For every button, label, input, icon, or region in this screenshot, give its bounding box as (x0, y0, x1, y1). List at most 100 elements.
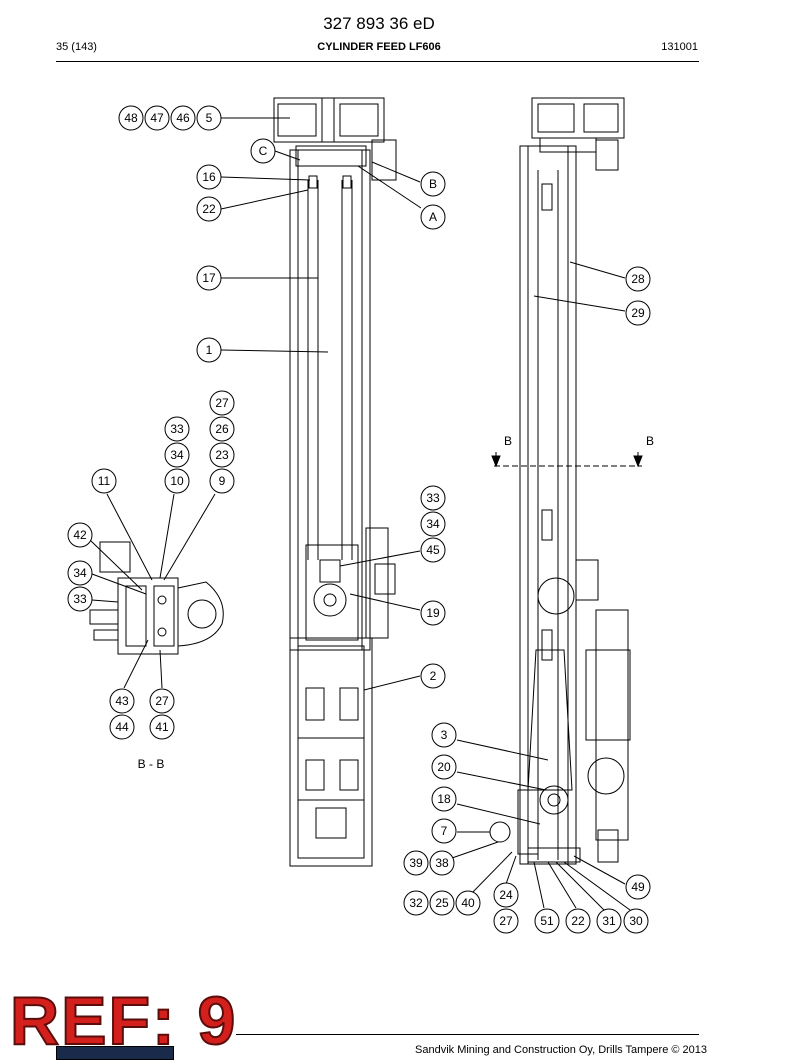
callout-46: 46 (170, 105, 196, 131)
callout-circle (109, 714, 135, 740)
callout-label: 10 (170, 474, 184, 488)
callout-51: 51 (534, 908, 560, 934)
callout-38: 38 (429, 850, 455, 876)
callout-22: 22 (196, 196, 222, 222)
callout-23: 23 (209, 442, 235, 468)
callout-30: 30 (623, 908, 649, 934)
callout-43: 43 (109, 688, 135, 714)
callout-label: 16 (202, 170, 216, 184)
callout-circle (118, 105, 144, 131)
callout-circle (431, 754, 457, 780)
callout-label: 45 (426, 543, 440, 557)
callout-label: 33 (73, 592, 87, 606)
callout-circle (565, 908, 591, 934)
callout-label: 11 (98, 474, 111, 488)
callout-48: 48 (118, 105, 144, 131)
callout-11: 11 (91, 468, 117, 494)
callout-label: B (429, 177, 437, 191)
callout-label: 51 (540, 914, 554, 928)
callout-label: 39 (409, 856, 423, 870)
callout-label: 30 (629, 914, 643, 928)
callout-circle (403, 850, 429, 876)
callout-5: 5 (196, 105, 222, 131)
callout-circle (420, 485, 446, 511)
callout-circle (420, 600, 446, 626)
callout-circle (250, 138, 276, 164)
document-code: 131001 (661, 41, 698, 53)
callout-circle (209, 390, 235, 416)
callout-label: 43 (115, 694, 129, 708)
callout-circle (431, 786, 457, 812)
callout-32: 32 (403, 890, 429, 916)
callout-31: 31 (596, 908, 622, 934)
section-b-b-view (89, 541, 224, 655)
callout-label: 28 (631, 272, 645, 286)
callout-circle (196, 164, 222, 190)
callout-circle (164, 442, 190, 468)
callout-label: 47 (150, 111, 164, 125)
callout-circle (67, 560, 93, 586)
callout-label: 42 (73, 528, 87, 542)
callout-circle (596, 908, 622, 934)
callout-18: 18 (431, 786, 457, 812)
callout-label: 29 (631, 306, 645, 320)
callout-41: 41 (149, 714, 175, 740)
callout-label: 5 (206, 111, 213, 125)
callout-label: 22 (202, 202, 216, 216)
header-rule (56, 61, 699, 62)
callout-10: 10 (164, 468, 190, 494)
document-title: CYLINDER FEED LF606 (317, 41, 441, 53)
callout-39: 39 (403, 850, 429, 876)
front-view (273, 97, 397, 867)
callout-circle (493, 882, 519, 908)
side-view (489, 97, 631, 865)
callout-45: 45 (420, 537, 446, 563)
section-label: B - B (138, 757, 165, 771)
callout-40: 40 (455, 890, 481, 916)
callout-3: 3 (431, 722, 457, 748)
callout-1: 1 (196, 337, 222, 363)
callout-circle (625, 874, 651, 900)
callout-17: 17 (196, 265, 222, 291)
callout-34: 34 (420, 511, 446, 537)
callout-49: 49 (625, 874, 651, 900)
callout-circle (534, 908, 560, 934)
callout-circle (420, 204, 446, 230)
callout-33: 33 (164, 416, 190, 442)
callout-label: 25 (435, 896, 449, 910)
callout-label: 27 (215, 396, 229, 410)
callout-circle (625, 300, 651, 326)
callout-20: 20 (431, 754, 457, 780)
callout-label: 26 (215, 422, 229, 436)
callout-42: 42 (67, 522, 93, 548)
callout-label: 1 (206, 343, 213, 357)
footer-copyright: Sandvik Mining and Construction Oy, Dril… (415, 1044, 707, 1056)
callout-circle (196, 337, 222, 363)
callout-circle (420, 663, 446, 689)
callout-27: 27 (209, 390, 235, 416)
callout-circle (164, 468, 190, 494)
leader-lines (90, 117, 631, 911)
callout-label: 22 (571, 914, 585, 928)
callout-circle (209, 416, 235, 442)
callout-circle (149, 688, 175, 714)
callout-circle (493, 908, 519, 934)
callout-29: 29 (625, 300, 651, 326)
callout-A: A (420, 204, 446, 230)
callout-label: 2 (430, 669, 437, 683)
callout-28: 28 (625, 266, 651, 292)
callout-label: 31 (602, 914, 616, 928)
sandvik-logo (56, 1046, 174, 1060)
callout-27: 27 (493, 908, 519, 934)
callout-circle (623, 908, 649, 934)
callout-circle (209, 468, 235, 494)
callout-label: 19 (426, 606, 440, 620)
callout-circle (144, 105, 170, 131)
callout-label: 20 (437, 760, 451, 774)
callout-label: 44 (115, 720, 129, 734)
callout-label: 33 (170, 422, 184, 436)
callout-47: 47 (144, 105, 170, 131)
callout-circle (455, 890, 481, 916)
callout-circle (209, 442, 235, 468)
